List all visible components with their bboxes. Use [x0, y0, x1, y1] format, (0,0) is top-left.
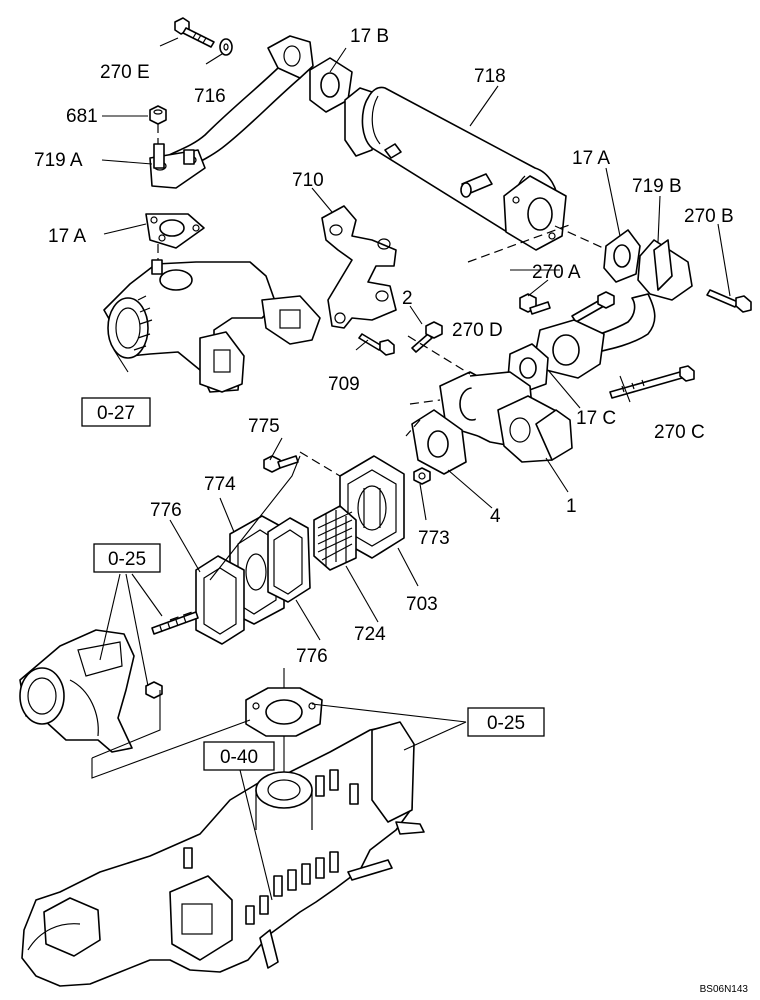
reference-box-0-27[interactable]: 0-27 [81, 397, 151, 427]
manifold-studs [183, 769, 393, 969]
bolt-270b [706, 289, 752, 313]
reference-0-25-right-label: 0-25 [487, 713, 525, 734]
callout-270a: 270 A [532, 262, 581, 283]
callout-775: 775 [248, 416, 280, 437]
nut-681 [149, 105, 167, 125]
exhaust-elbow [103, 259, 321, 393]
reference-0-27-label: 0-27 [97, 403, 135, 424]
gasket-4 [411, 409, 467, 475]
egr-valve-1 [439, 371, 573, 463]
callout-270c: 270 C [654, 422, 705, 443]
flange-pipe-719b-end [535, 319, 605, 379]
callout-716: 716 [194, 86, 226, 107]
bracket-710 [321, 205, 397, 329]
nut-0-25-left [145, 681, 163, 699]
callout-17a-left: 17 A [48, 226, 86, 247]
callout-724: 724 [354, 624, 386, 645]
pipe-719b [559, 239, 693, 357]
callout-719b: 719 B [632, 176, 682, 197]
bolt-2 [411, 321, 443, 353]
reference-box-0-25-left[interactable]: 0-25 [93, 543, 161, 573]
reference-box-0-40[interactable]: 0-40 [203, 741, 275, 771]
callout-773: 773 [418, 528, 450, 549]
reference-box-0-25-right[interactable]: 0-25 [467, 707, 545, 737]
bolt-270e [174, 17, 215, 48]
callout-17c: 17 C [576, 408, 616, 429]
callout-1: 1 [566, 496, 577, 517]
callout-17a-right: 17 A [572, 148, 610, 169]
callout-776-top: 776 [150, 500, 182, 521]
egr-cooler-718 [344, 86, 567, 251]
gasket-17a-left [145, 213, 205, 249]
leader-lines [91, 37, 731, 901]
callout-270e: 270 E [100, 62, 150, 83]
pipe-719a [149, 35, 314, 189]
gasket-17a-right [603, 229, 641, 283]
reference-0-40-label: 0-40 [220, 747, 258, 768]
reed-valve-724 [313, 505, 357, 571]
bolt-709 [358, 333, 395, 356]
gasket-17b [309, 57, 353, 113]
callout-270b: 270 B [684, 206, 734, 227]
bolt-270a [571, 291, 615, 323]
callout-labels: 270 E 716 17 B 718 681 719 A 17 A 710 17… [34, 26, 734, 667]
bolt-775 [263, 455, 299, 473]
callout-719a: 719 A [34, 150, 83, 171]
callout-718: 718 [474, 66, 506, 87]
callout-703: 703 [406, 594, 438, 615]
callout-17b: 17 B [350, 26, 389, 47]
callout-270d: 270 D [452, 320, 503, 341]
callout-681: 681 [66, 106, 98, 127]
gasket-776-top [195, 555, 245, 645]
callout-774: 774 [204, 474, 236, 495]
callout-2: 2 [402, 288, 413, 309]
callout-776-bottom: 776 [296, 646, 328, 667]
callout-710: 710 [292, 170, 324, 191]
gasket-manifold-top [245, 687, 323, 737]
callout-4: 4 [490, 506, 501, 527]
gasket-776-bottom [267, 517, 311, 603]
housing-0-25-left [19, 629, 135, 753]
reference-0-25-left-label: 0-25 [108, 549, 146, 570]
stud-bolt [151, 611, 199, 635]
nut-773 [413, 467, 431, 485]
intake-manifold [21, 721, 425, 987]
bolt-270c [609, 365, 695, 399]
nut-270d [519, 293, 551, 315]
washer-716 [219, 38, 233, 56]
drawing-code: BS06N143 [700, 984, 749, 995]
callout-709: 709 [328, 374, 360, 395]
